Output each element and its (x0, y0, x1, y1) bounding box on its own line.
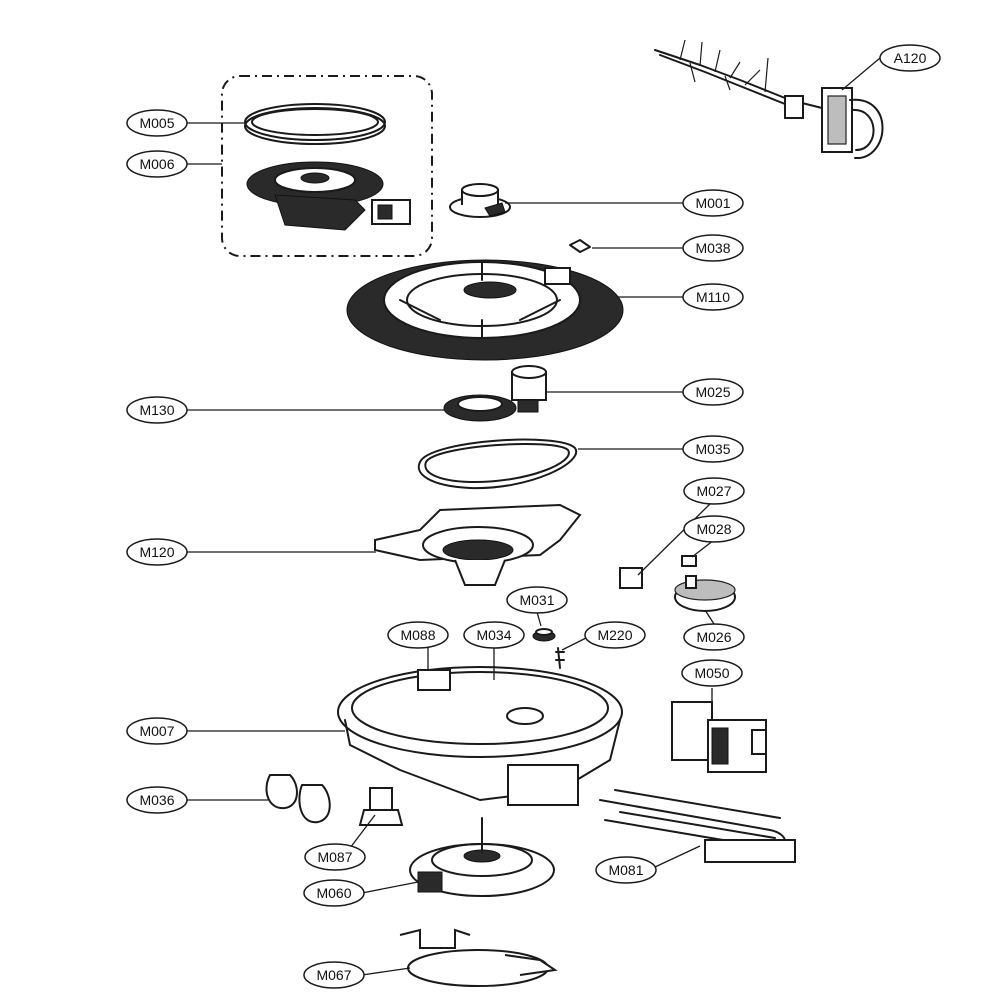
sump-motor-part (511, 365, 547, 413)
wire-harness-part (654, 39, 884, 160)
callout-M005: M005 (126, 109, 188, 137)
callout-M036: M036 (126, 786, 188, 814)
sensor-part (619, 567, 643, 589)
callout-label: M035 (695, 441, 730, 457)
belt-gasket-part (417, 438, 578, 490)
turbidity-sensor-part (674, 575, 736, 612)
air-break-part (358, 787, 404, 826)
callout-label: M028 (696, 521, 731, 537)
drain-pump-part (671, 701, 767, 773)
callout-M220: M220 (584, 621, 646, 649)
callout-label: M087 (317, 849, 352, 865)
callout-M130: M130 (126, 396, 188, 424)
callout-label: M060 (316, 885, 351, 901)
callout-M120: M120 (126, 538, 188, 566)
callout-label: M120 (139, 544, 174, 560)
leader-lines (186, 57, 881, 976)
callout-label: M006 (139, 156, 174, 172)
sump-body-part (337, 666, 623, 806)
callout-label: A120 (894, 50, 927, 66)
callout-M031: M031 (506, 586, 568, 614)
callout-M038: M038 (682, 234, 744, 262)
callout-M006: M006 (126, 150, 188, 178)
callout-label: M081 (608, 862, 643, 878)
impeller-part (443, 394, 517, 422)
wash-motor-part (409, 817, 555, 897)
gasket-ring-part (244, 103, 386, 145)
callout-label: M050 (694, 665, 729, 681)
callout-M088: M088 (387, 621, 449, 649)
callout-A120: A120 (879, 44, 941, 72)
thermistor-part (555, 647, 565, 669)
cap-seal-part (532, 628, 556, 642)
clip-part (569, 239, 591, 253)
callout-label: M005 (139, 115, 174, 131)
callout-M028: M028 (683, 515, 745, 543)
callout-M027: M027 (683, 477, 745, 505)
pump-assembly-part (246, 161, 411, 231)
callout-M001: M001 (682, 189, 744, 217)
heater-part (599, 789, 796, 863)
callout-label: M220 (597, 627, 632, 643)
callout-label: M067 (316, 967, 351, 983)
callout-label: M007 (139, 723, 174, 739)
callout-label: M088 (400, 627, 435, 643)
sump-cover-part (374, 503, 582, 586)
callout-label: M031 (519, 592, 554, 608)
callout-label: M001 (695, 195, 730, 211)
callout-M067: M067 (303, 961, 365, 989)
cap-part (449, 183, 511, 218)
callout-M007: M007 (126, 717, 188, 745)
hose-clamp-part (265, 774, 331, 824)
callout-label: M026 (696, 629, 731, 645)
callout-M087: M087 (304, 843, 366, 871)
callout-M060: M060 (303, 879, 365, 907)
filter-assembly-part (346, 259, 624, 361)
callout-label: M038 (695, 240, 730, 256)
small-bushing-part (681, 555, 697, 567)
callout-M035: M035 (682, 435, 744, 463)
callout-label: M034 (476, 627, 511, 643)
callout-M081: M081 (595, 856, 657, 884)
callout-M110: M110 (682, 283, 744, 311)
callout-label: M130 (139, 402, 174, 418)
callout-M050: M050 (681, 659, 743, 687)
callout-label: M110 (696, 289, 730, 305)
callout-label: M036 (139, 792, 174, 808)
callout-M034: M034 (463, 621, 525, 649)
callout-label: M027 (696, 483, 731, 499)
callout-M025: M025 (682, 378, 744, 406)
callout-label: M025 (695, 384, 730, 400)
callout-M026: M026 (683, 623, 745, 651)
motor-bracket-part (399, 928, 558, 987)
